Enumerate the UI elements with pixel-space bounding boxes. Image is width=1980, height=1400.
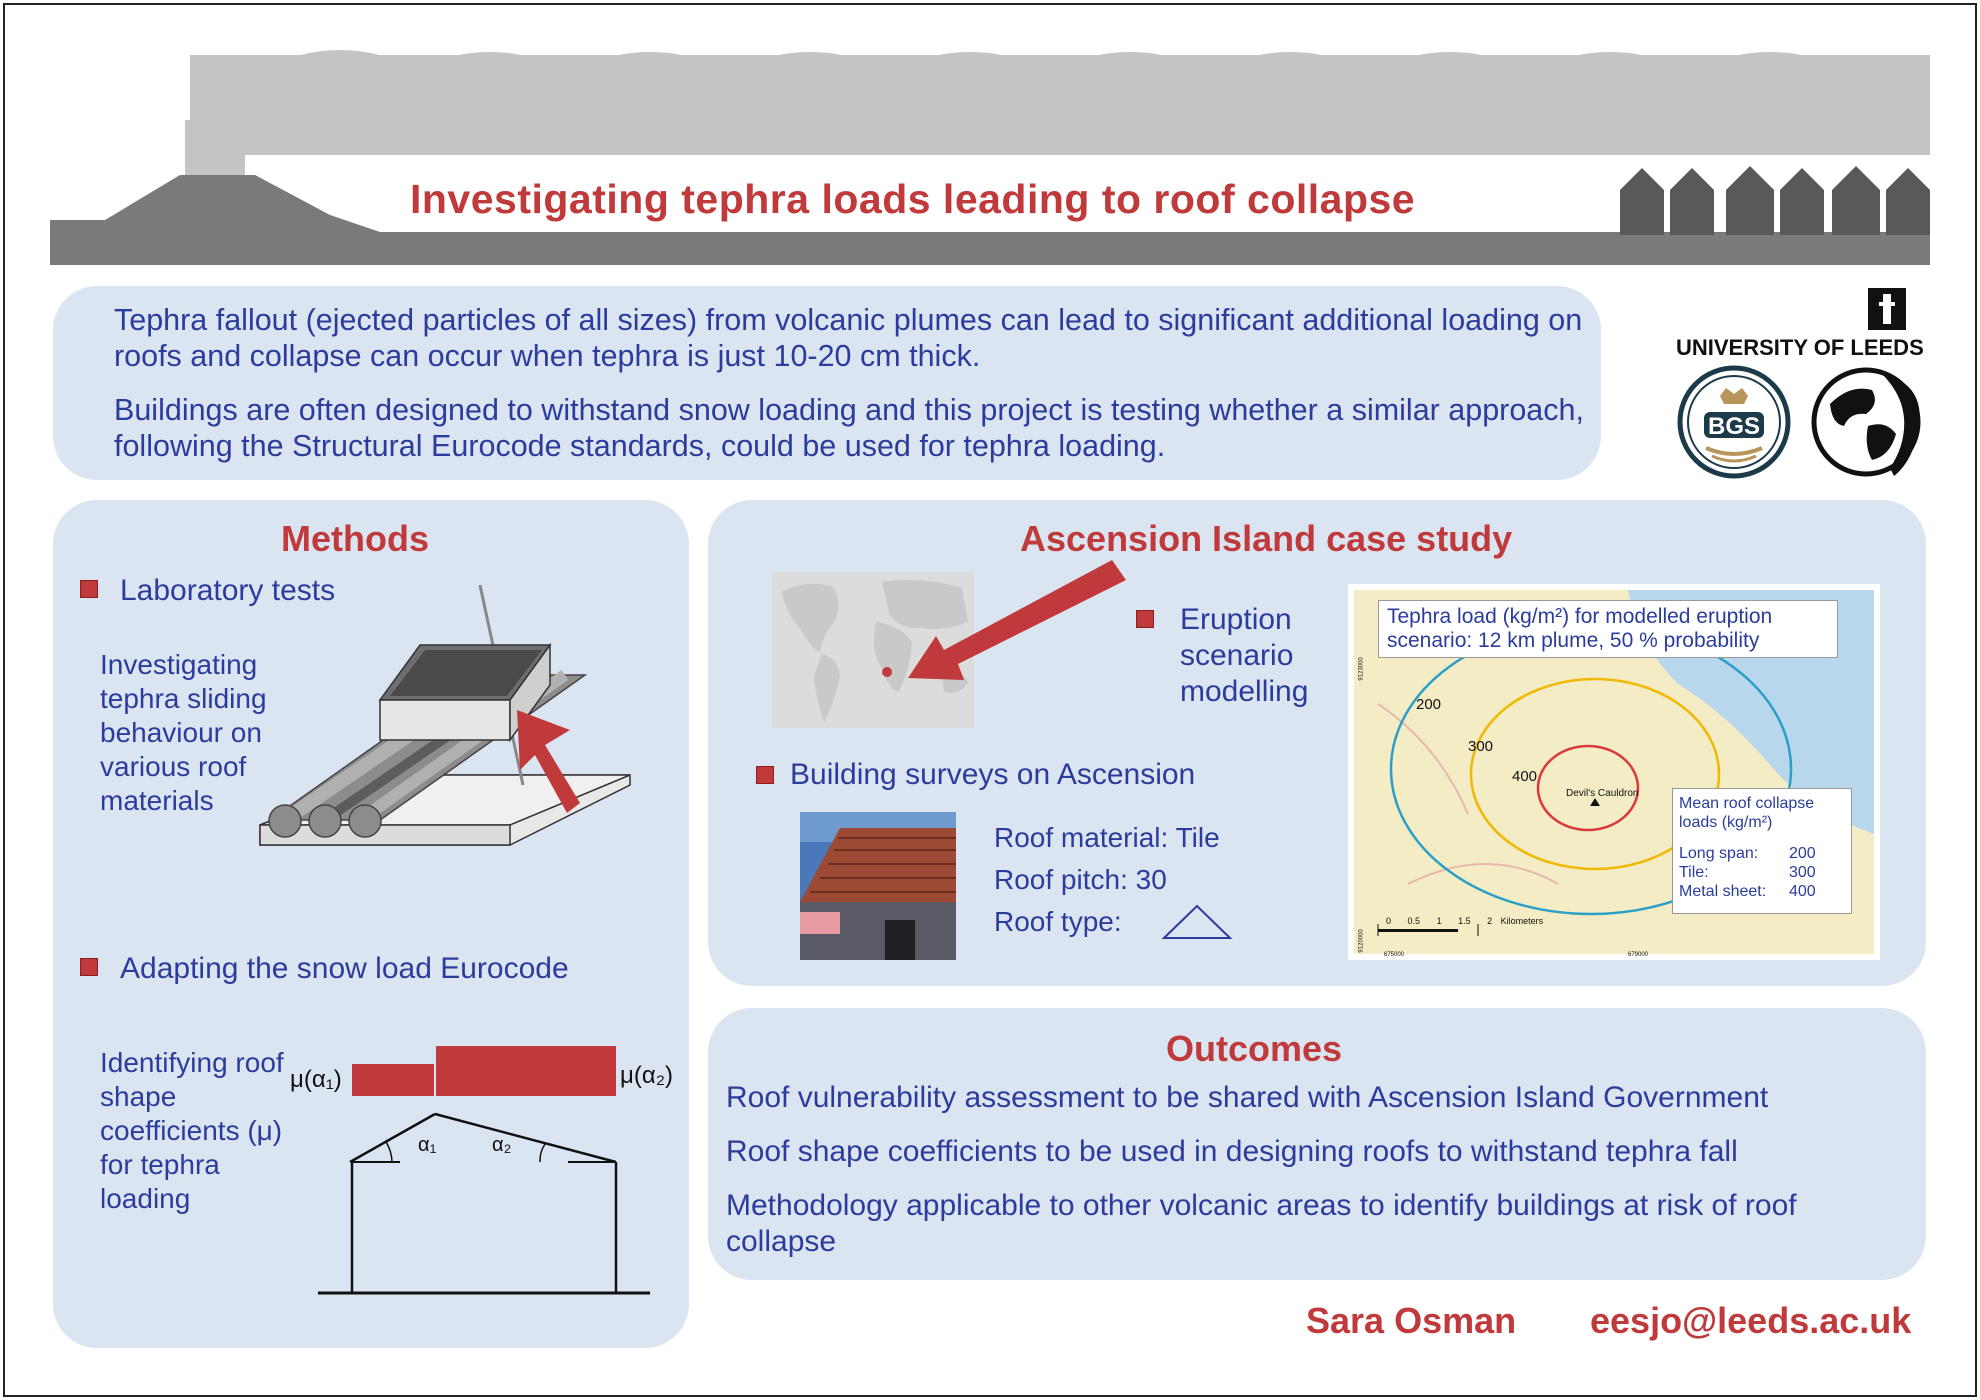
roof-shape-diagram [318, 1046, 650, 1295]
map-y-coord-bottom: 9120000 [1358, 929, 1365, 953]
houses-icon [1620, 166, 1930, 235]
map-x-coord-right: 679000 [1628, 952, 1649, 958]
scale-tick: 0.5 [1407, 916, 1421, 926]
case-bullet-eruption: Eruption scenario modelling [1180, 603, 1309, 708]
plume-cloud-icon [185, 50, 1930, 200]
bullet-square-icon [756, 766, 774, 784]
case-study-heading: Ascension Island case study [1020, 518, 1513, 559]
poster-frame [3, 3, 1977, 1397]
header-banner [50, 50, 1930, 265]
scale-tick: 1.5 [1458, 916, 1471, 926]
bullet-square-icon [1136, 610, 1154, 628]
methods-heading: Methods [281, 518, 429, 559]
legend-row-label: Long span: [1679, 845, 1759, 862]
sliding-test-apparatus-icon [259, 585, 631, 846]
roof-photo [800, 812, 956, 960]
alpha2-label: α₂ [492, 1134, 512, 1156]
legend-row: Metal sheet: 400 [1679, 882, 1845, 901]
roof-type-text: Roof type: [994, 906, 1122, 937]
roof-material-text: Roof material: Tile [994, 822, 1220, 853]
legend-row-label: Metal sheet: [1679, 883, 1767, 900]
legend-row: Long span: 200 [1679, 844, 1845, 863]
map-x-coord-left: 675000 [1384, 952, 1405, 958]
outcome-item: Methodology applicable to other volcanic… [726, 1189, 1797, 1258]
legend-row-value: 300 [1789, 864, 1816, 881]
bgs-logo-icon: BGS [1677, 365, 1791, 479]
legend-title: Mean roof collapse loads (kg/m²) [1679, 795, 1815, 831]
collapse-loads-legend: Mean roof collapse loads (kg/m²) Long sp… [1672, 788, 1852, 914]
mu-alpha2-label: μ(α₂) [620, 1062, 674, 1089]
outcome-item: Roof shape coefficients to be used in de… [726, 1135, 1738, 1168]
roof-pitch-text: Roof pitch: 30 [994, 864, 1167, 895]
scale-tick: 1 [1436, 916, 1442, 926]
author-email[interactable]: eesjo@leeds.ac.uk [1590, 1300, 1912, 1341]
leeds-tower-icon [1868, 288, 1906, 330]
contour-label-200: 200 [1416, 696, 1442, 713]
outcomes-heading: Outcomes [1166, 1028, 1343, 1069]
intro-panel [53, 286, 1601, 480]
outcomes-panel [708, 1008, 1926, 1280]
author-name: Sara Osman [1306, 1300, 1517, 1341]
legend-row: Tile: 300 [1679, 863, 1845, 882]
methods-panel [53, 500, 689, 1348]
location-arrow-icon [908, 560, 1126, 680]
case-bullet-surveys: Building surveys on Ascension [790, 758, 1196, 791]
alpha1-label: α₁ [418, 1134, 437, 1156]
map-y-coord-top: 9123000 [1358, 657, 1365, 681]
map-scale-ticks: 0 0.5 1 1.5 2 Kilometers [1386, 916, 1543, 926]
gable-roof-icon [1161, 904, 1233, 939]
methods-desc-lab: Investigating tephra sliding behaviour o… [100, 649, 267, 816]
methods-desc-eurocode: Identifying roof shape coefficients (μ) … [100, 1047, 284, 1214]
legend-row-label: Tile: [1679, 864, 1709, 881]
methods-bullet-eurocode: Adapting the snow load Eurocode [120, 952, 569, 985]
mu-alpha1-label: μ(α₁) [290, 1066, 342, 1093]
scale-tick: 2 [1487, 916, 1493, 926]
intro-paragraph-1: Tephra fallout (ejected particles of all… [114, 303, 1583, 373]
legend-row-value: 200 [1789, 845, 1816, 862]
intro-paragraph-2: Buildings are often designed to withstan… [114, 393, 1584, 463]
bullet-square-icon [80, 958, 98, 976]
scale-unit: Kilometers [1500, 916, 1544, 926]
volcano-icon [50, 175, 1930, 265]
contour-label-300: 300 [1468, 738, 1494, 755]
leeds-logo-text: UNIVERSITY OF LEEDS [1676, 335, 1924, 360]
intro-text: Tephra fallout (ejected particles of all… [114, 302, 1594, 464]
legend-row-value: 400 [1789, 883, 1816, 900]
outcome-item: Roof vulnerability assessment to be shar… [726, 1081, 1769, 1114]
scale-tick: 0 [1386, 916, 1392, 926]
poster-title: Investigating tephra loads leading to ro… [410, 176, 1416, 222]
contour-label-400: 400 [1512, 768, 1538, 785]
place-label: Devil's Cauldron [1566, 788, 1639, 799]
methods-bullet-lab-tests: Laboratory tests [120, 574, 336, 607]
map-title: Tephra load (kg/m²) for modelled eruptio… [1378, 600, 1838, 658]
bullet-square-icon [80, 580, 98, 598]
globe-leaf-logo-icon [1811, 367, 1921, 477]
bgs-logo-label: BGS [1708, 413, 1760, 440]
